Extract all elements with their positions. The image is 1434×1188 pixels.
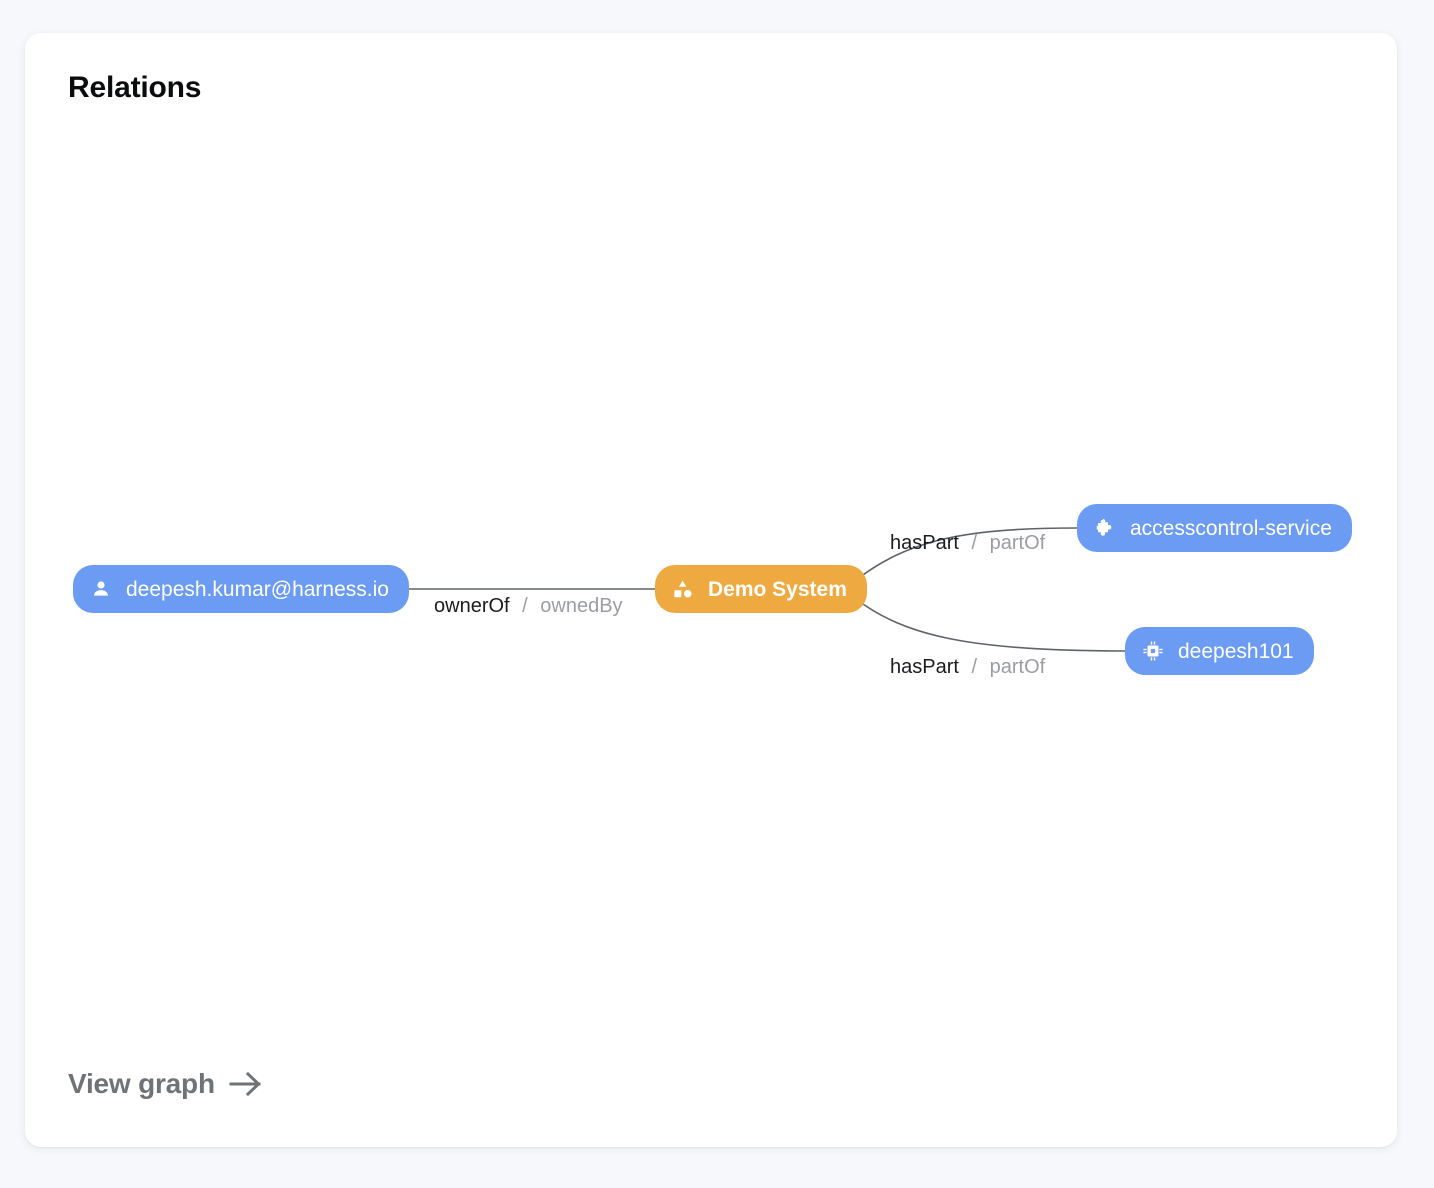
- graph-node-label: deepesh101: [1178, 639, 1294, 663]
- relations-card: Relations deepesh.kumar@harness.io: [25, 33, 1397, 1147]
- arrow-right-icon: [229, 1070, 263, 1098]
- edge-label-owner: ownerOf / ownedBy: [434, 596, 623, 616]
- graph-node-label: Demo System: [708, 577, 847, 601]
- graph-node-label: accesscontrol-service: [1130, 516, 1332, 540]
- edge-line-haspart-resource: [855, 598, 1126, 652]
- graph-node-label: deepesh.kumar@harness.io: [126, 577, 389, 601]
- graph-node-component[interactable]: accesscontrol-service: [1077, 504, 1352, 552]
- view-graph-label: View graph: [68, 1068, 215, 1099]
- edge-label-separator: /: [522, 595, 528, 617]
- person-icon: [90, 578, 112, 600]
- edge-label-reverse: partOf: [989, 532, 1046, 554]
- edge-label-forward: ownerOf: [434, 595, 510, 617]
- edge-label-separator: /: [971, 532, 978, 554]
- edge-label-haspart-component: hasPart / partOf: [890, 533, 1045, 553]
- page-title: Relations: [68, 71, 202, 104]
- edge-label-forward: hasPart: [890, 656, 959, 678]
- graph-node-system[interactable]: Demo System: [655, 565, 867, 613]
- chip-icon: [1142, 640, 1164, 662]
- view-graph-link[interactable]: View graph: [68, 1068, 263, 1100]
- edge-label-haspart-resource: hasPart / partOf: [890, 657, 1045, 677]
- edge-label-reverse: ownedBy: [540, 595, 623, 617]
- puzzle-icon: [1094, 517, 1116, 539]
- edge-label-separator: /: [971, 656, 978, 678]
- relations-graph[interactable]: deepesh.kumar@harness.io Demo System acc…: [25, 33, 1397, 1147]
- shapes-icon: [672, 578, 694, 600]
- graph-node-resource[interactable]: deepesh101: [1125, 627, 1314, 675]
- edge-label-reverse: partOf: [989, 656, 1046, 678]
- graph-node-user[interactable]: deepesh.kumar@harness.io: [73, 565, 409, 613]
- edge-label-forward: hasPart: [890, 532, 959, 554]
